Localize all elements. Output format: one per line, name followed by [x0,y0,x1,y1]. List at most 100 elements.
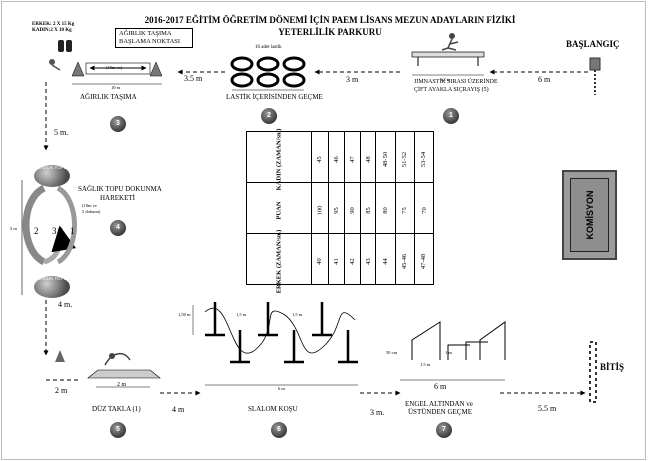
table-cell-text: ERKEK (ZAMAN/sn.) [275,229,283,294]
station-5-badge: 5 [110,422,126,438]
finish-post [589,341,597,403]
table-cell-text: 100 [316,205,324,216]
table-cell: 80 [375,182,396,234]
table-cell-text: 51-52 [401,151,409,168]
station-4-name-2: HAREKETİ [100,194,135,202]
distance-4m-bottom: 4 m [172,405,185,414]
medicine-ball-bottom: SAĞLIK TOPU [34,276,70,298]
loop-number-3: 3 [52,226,57,236]
table-cell-text: 48 [364,156,372,163]
tire-note: 16 adet lastik [255,45,282,50]
table-row-female: KADIN (ZAMAN/sn.) 45 46 47 48 48-50 51-5… [246,129,435,190]
table-cell-text: 48-50 [381,151,389,168]
title-line-1: 2016-2017 EĞİTİM ÖĞRETİM DÖNEMİ İÇİN PAE… [144,15,516,25]
table-cell: 44 [375,233,396,285]
ball-note-2: 5 dokunu) [82,209,101,214]
table-cell: 46 [327,131,345,183]
loop-arrow-right [56,185,77,265]
carry-start-line-2: BAŞLAMA NOKTASI [119,38,181,45]
station-1-name-1: JİMNASTİK SIRASI ÜZERİNDE [414,79,498,85]
weight-1 [58,40,64,52]
table-cell-text: 41 [332,258,340,265]
table-cell-text: 43 [364,258,372,265]
male-header: ERKEK (ZAMAN/sn.) [246,230,312,293]
carry-total: 10 m [111,85,121,90]
roll-length: 2 m [117,382,127,388]
medicine-ball-top-label: SAĞLIK TOPU [37,165,67,170]
table-cell: 48 [359,131,377,183]
table-cell-text: 47-48 [420,253,428,270]
bench-length: 1.2 m [440,77,451,82]
medicine-ball-bottom-label: SAĞLIK TOPU [37,276,67,281]
table-cell: 51-52 [394,131,415,183]
carry-lane [85,62,151,75]
distance-6m-bottom: 6 m [434,382,447,391]
station-7-badge: 7 [436,422,452,438]
carry-inner-note: (10m ve) [106,65,123,70]
slalom-height: 1,50 m [178,312,191,317]
loop-number-2: 2 [34,226,39,236]
commission-label: KOMİSYON [584,190,595,240]
distance-3m-bottom: 3 m. [370,408,385,417]
table-cell-text: PUAN [275,201,283,220]
weights-female: KADIN:2 X 10 Kg [32,28,72,33]
female-header: KADIN (ZAMAN/sn.) [246,129,312,190]
table-cell-text: 42 [348,258,356,265]
table-row-points: PUAN 100 95 90 85 80 75 70 [246,182,435,234]
slalom-gap-a: 1,5 m [236,312,247,317]
distance-6m-top: 6 m [538,75,551,84]
table-cell: 85 [359,182,377,234]
weight-2 [66,40,72,52]
distance-5m-left: 5 m. [54,128,69,137]
distance-55m-bottom: 5.5 m [538,404,557,413]
ball-note-1: (10m ve [82,203,97,208]
table-cell-text: 95 [332,207,340,214]
station-7-name-1: ENGEL ALTINDAN ve [405,400,473,408]
table-cell: 53-54 [413,131,435,183]
slalom-total: 6 m [278,386,285,391]
table-cell-text: 45-46 [401,253,409,270]
score-table: KADIN (ZAMAN/sn.) 45 46 47 48 48-50 51-5… [246,129,435,293]
table-cell-text: 44 [381,258,389,265]
station-6-name: SLALOM KOŞU [248,405,298,413]
station-1-badge: 1 [443,108,459,124]
table-row-male: ERKEK (ZAMAN/sn.) 40 41 42 43 44 45-46 4… [246,230,435,293]
table-cell: 47-48 [413,233,435,285]
hurdle-height: 50 cm [386,350,398,355]
loop-number-1: 1 [70,226,75,236]
commission-box: KOMİSYON [562,170,617,260]
carry-start-box: AĞIRLIK TAŞIMA BAŞLAMA NOKTASI [115,28,193,48]
table-cell: 95 [327,182,345,234]
title-line-2: YETERLİLİK PARKURU [278,27,382,37]
start-post [589,57,601,71]
hurdles [400,321,506,381]
station-2-badge: 2 [261,108,277,124]
table-cell-text: 85 [364,207,372,214]
carry-start-line-1: AĞIRLIK TAŞIMA [119,30,172,37]
start-label: BAŞLANGIÇ [566,39,620,49]
distance-4m-left: 4 m. [58,300,73,309]
finish-label: BİTİŞ [600,362,625,372]
station-1-name-2: ÇİFT AYAKLA SIÇRAYIŞ (5) [414,87,489,93]
station-5-name: DÜZ TAKLA (1) [92,405,141,413]
table-cell-text: 47 [348,156,356,163]
table-cell-text: KADIN (ZAMAN/sn.) [275,128,283,191]
station-7-name-2: ÜSTÜNDEN GEÇME [408,408,472,416]
table-cell-text: 45 [316,156,324,163]
distance-2m-bottom: 2 m [55,386,68,395]
table-cell: 70 [413,182,435,234]
table-cell-text: 80 [381,207,389,214]
weights-male: ERKEK: 2 X 15 Kg [32,22,75,27]
cone-right [149,61,163,77]
station-2-name: LASTİK İÇERİSİNDEN GEÇME [226,93,323,101]
diagram-title: 2016-2017 EĞİTİM ÖĞRETİM DÖNEMİ İÇİN PAE… [130,14,530,38]
hurdle-segment: 1.5 m [420,362,431,367]
table-cell: 41 [327,233,345,285]
table-cell-text: 40 [316,258,324,265]
distance-3m-top: 3 m [346,75,359,84]
slalom-gap-b: 1,5 m [292,312,303,317]
loop-arrow-left [22,184,46,266]
roll-mat [87,353,161,388]
